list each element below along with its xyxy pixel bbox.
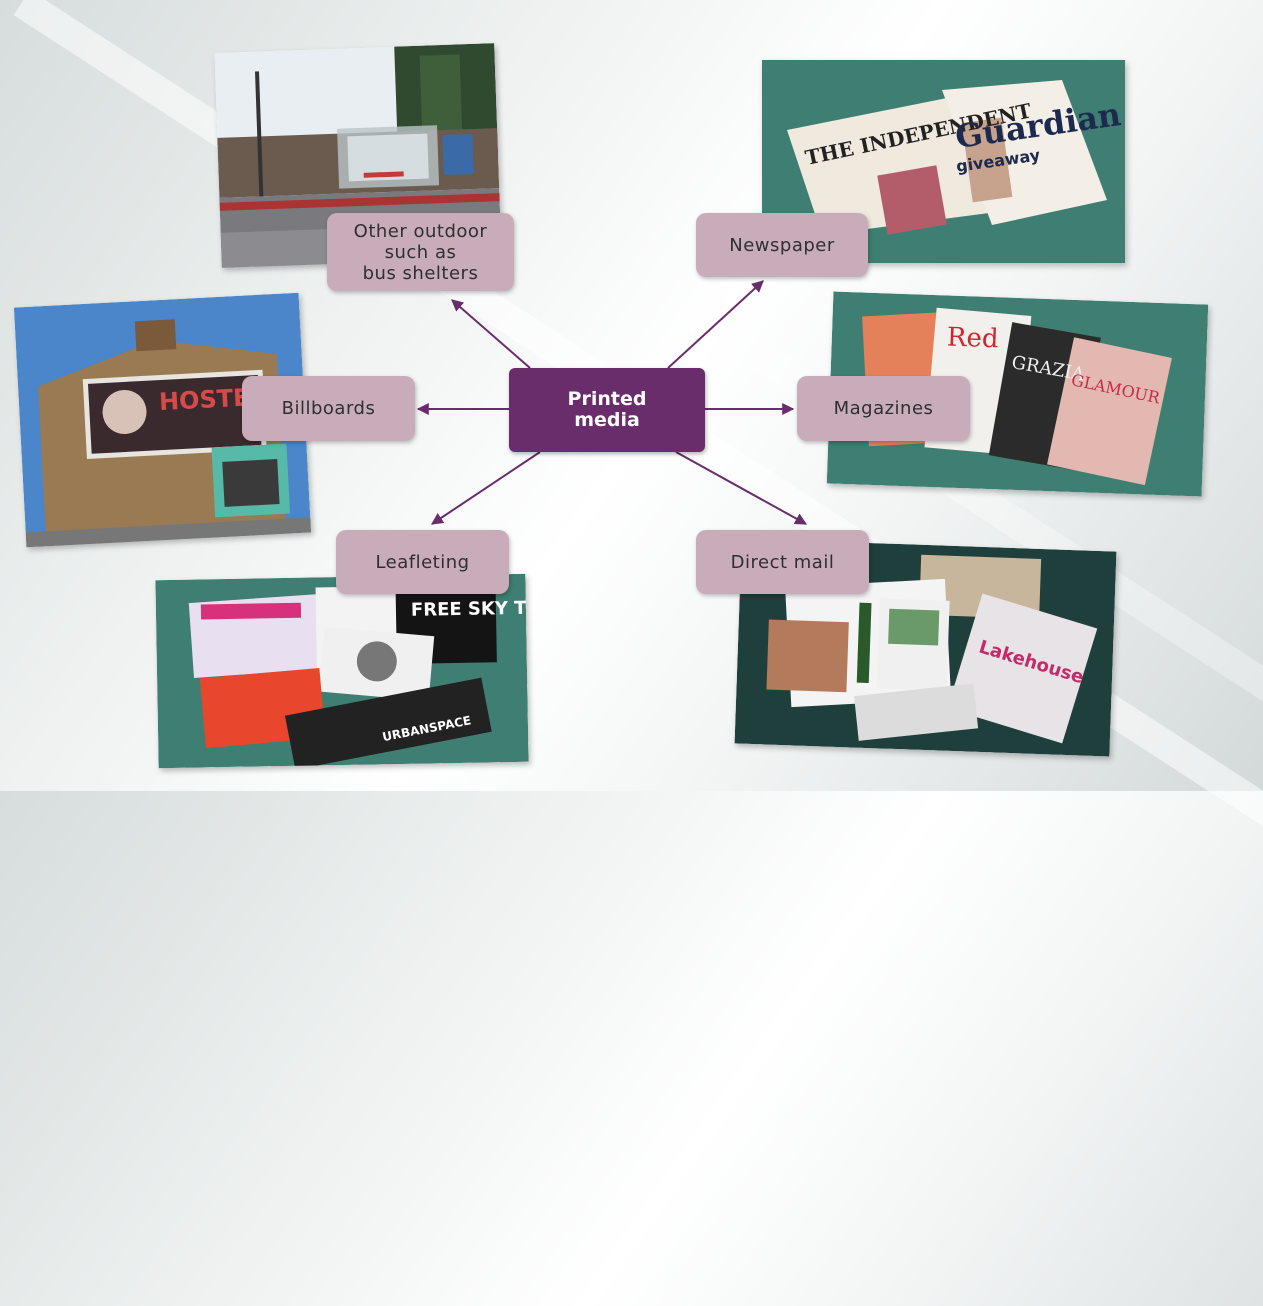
bus-shelter-photo bbox=[214, 43, 502, 268]
node-leafleting: Leafleting bbox=[336, 530, 509, 594]
node-billboards: Billboards bbox=[242, 376, 415, 441]
node-leafleting-label: Leafleting bbox=[375, 551, 470, 573]
magazine-title-1: Red bbox=[946, 323, 999, 355]
arrow-to-leafleting bbox=[431, 451, 541, 525]
magazines-photo: Red GRAZIA GLAMOUR bbox=[826, 291, 1209, 497]
node-newspaper: Newspaper bbox=[696, 213, 868, 277]
node-magazines-label: Magazines bbox=[833, 398, 934, 419]
billboard-photo: HOSTEL bbox=[13, 292, 312, 548]
node-magazines: Magazines bbox=[797, 376, 970, 441]
node-direct-mail: Direct mail bbox=[696, 530, 869, 594]
node-direct-mail-label: Direct mail bbox=[730, 551, 835, 573]
node-billboards-label: Billboards bbox=[281, 398, 376, 419]
node-newspaper-label: Newspaper bbox=[729, 234, 835, 256]
node-outdoor-label: Other outdoor such as bus shelters bbox=[353, 220, 488, 284]
newspaper-photo: THE INDEPENDENT Guardian giveaway bbox=[762, 60, 1125, 263]
leaflets-photo: FREE SKY TV URBANSPACE bbox=[155, 573, 529, 769]
center-node-printed-media: Printed media bbox=[509, 368, 705, 452]
leaflet-text-1: FREE SKY TV bbox=[411, 598, 529, 621]
node-outdoor: Other outdoor such as bus shelters bbox=[327, 213, 514, 291]
